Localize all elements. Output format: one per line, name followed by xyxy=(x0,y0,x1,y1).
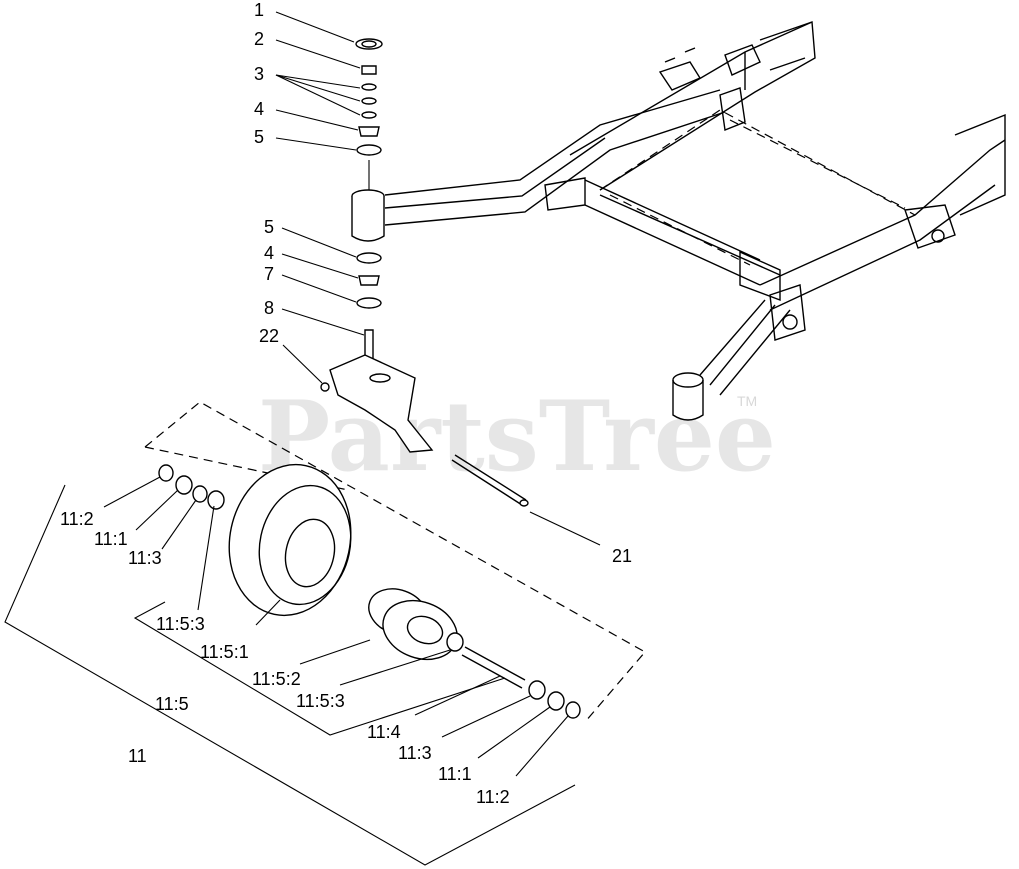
part-3-washer-2 xyxy=(361,97,377,105)
callout-11-3: 11:3 xyxy=(398,743,432,763)
callout-5: 5 xyxy=(264,217,274,237)
frame-rear-hanger xyxy=(719,87,746,131)
part-2-nut xyxy=(361,65,377,75)
frame-hidden-line-1 xyxy=(599,109,916,216)
watermark-trademark: TM xyxy=(737,393,757,409)
frame-assembly xyxy=(351,20,1006,421)
wheel-assembly xyxy=(144,401,646,723)
callout-2: 2 xyxy=(254,29,264,49)
callout-11-3: 11:3 xyxy=(128,548,162,568)
frame-hidden-line-2 xyxy=(729,119,906,209)
callout-4: 4 xyxy=(254,99,264,119)
part-11-3-right xyxy=(528,680,546,700)
frame-left-tube-bottom xyxy=(384,111,726,226)
callout-3: 3 xyxy=(254,64,264,84)
callout-4: 4 xyxy=(264,243,274,263)
part-3-washer-3 xyxy=(361,111,377,119)
grouping-brackets xyxy=(4,484,576,866)
callout-11-1: 11:1 xyxy=(438,764,472,784)
callout-7: 7 xyxy=(264,264,274,284)
frame-left-tube-mid xyxy=(384,137,606,209)
callout-11-5-3: 11:5:3 xyxy=(296,691,345,711)
frame-right-tube-bottom xyxy=(769,184,996,311)
callout-11: 11 xyxy=(128,746,147,766)
part-4-bearing-upper xyxy=(358,126,380,137)
part-5-race-upper xyxy=(356,144,382,156)
part-11-3-left xyxy=(192,485,208,503)
caster-tube-left-body xyxy=(351,196,385,242)
callout-11-2: 11:2 xyxy=(476,787,510,807)
leader-lines xyxy=(103,11,601,777)
part-11-2-right xyxy=(565,701,581,719)
part-11-2-left xyxy=(158,464,174,482)
rim-hub xyxy=(406,615,444,645)
frame-front-bolt xyxy=(782,314,798,330)
part-3-washer-1 xyxy=(361,83,377,91)
callout-11-2: 11:2 xyxy=(60,509,94,529)
part-21-axle-bolt xyxy=(451,454,527,506)
caster-fork xyxy=(329,354,434,453)
part-21-bolt-end xyxy=(519,499,529,507)
part-11-1-right xyxy=(547,691,565,711)
callout-11-4: 11:4 xyxy=(367,722,401,742)
frame-right-tube-top xyxy=(759,139,1006,286)
callout-11-5-3: 11:5:3 xyxy=(156,614,205,634)
frame-front-arm xyxy=(699,299,791,396)
callout-11-5-2: 11:5:2 xyxy=(252,669,301,689)
frame-hidden-line-3 xyxy=(609,194,751,266)
tire-bore xyxy=(284,518,336,588)
watermark: PartsTree TM xyxy=(258,380,776,493)
frame-rear-bracket xyxy=(724,44,761,76)
frame-left-tube-top xyxy=(384,89,721,196)
callout-22: 22 xyxy=(259,326,279,346)
part-1-dust-cap xyxy=(355,38,383,50)
frame-rear-rail-left xyxy=(569,20,816,191)
callout-5: 5 xyxy=(254,127,264,147)
spindle-stack xyxy=(320,38,529,507)
part-4-bearing-lower xyxy=(358,275,380,286)
caster-tube-right-body xyxy=(672,380,704,421)
callout-labels: 1 2 3 4 5 5 4 7 8 22 21 11:2 11:1 11:3 1… xyxy=(60,0,632,807)
part-11-5-3-left xyxy=(207,490,225,510)
frame-center-block xyxy=(739,250,781,302)
frame-right-bracket xyxy=(904,204,956,249)
callout-11-1: 11:1 xyxy=(94,529,128,549)
callout-11-5-1: 11:5:1 xyxy=(200,642,249,662)
frame-right-pivot xyxy=(931,229,945,243)
frame-right-plate xyxy=(954,113,1006,216)
frame-rear-plate xyxy=(744,21,813,90)
part-11-5-3-right xyxy=(446,632,464,652)
part-22-grease-fitting xyxy=(320,382,330,392)
bracket-11 xyxy=(4,484,576,866)
callout-8: 8 xyxy=(264,298,274,318)
tire-sidewall xyxy=(258,484,352,606)
part-1-cap-inner xyxy=(361,40,377,48)
frame-front-joint xyxy=(769,284,806,341)
watermark-text: PartsTree xyxy=(258,380,776,493)
frame-center-crossmember xyxy=(584,179,781,286)
part-11-1-left xyxy=(175,475,193,495)
part-5-race-lower xyxy=(356,252,382,264)
part-11-4-spacer-tube xyxy=(461,646,526,689)
caster-tube-right-top xyxy=(672,372,704,388)
caster-fork-hub xyxy=(369,373,391,383)
frame-rear-hitch xyxy=(658,47,702,91)
callout-21: 21 xyxy=(612,546,632,566)
wheel-assembly-outline-upper xyxy=(144,401,646,723)
callout-11-5: 11:5 xyxy=(155,694,189,714)
part-7-seal xyxy=(356,297,382,309)
callout-1: 1 xyxy=(254,0,264,20)
bracket-11-5 xyxy=(133,601,506,736)
